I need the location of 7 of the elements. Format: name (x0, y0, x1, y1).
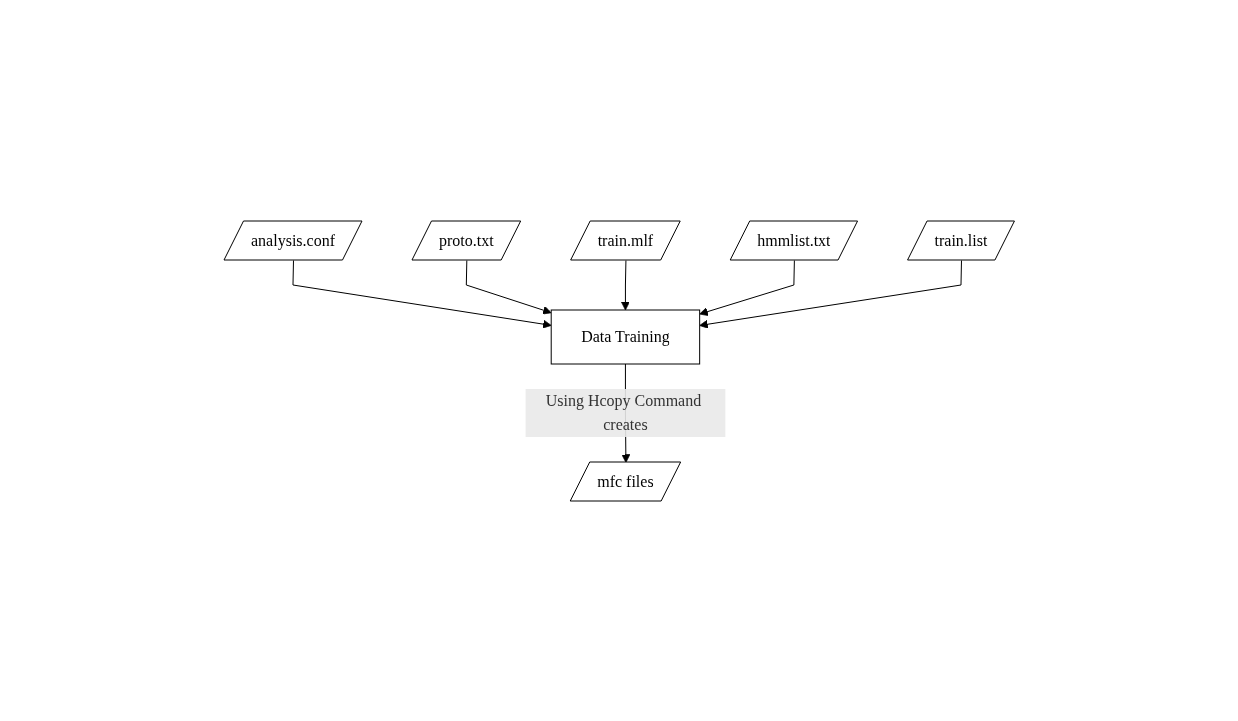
arrow (465, 259, 552, 314)
node-box: Data Training (550, 309, 700, 364)
arrow (292, 259, 552, 328)
arrow (620, 259, 630, 310)
edge-label: Using Hcopy Command creates (545, 391, 701, 433)
arrow (699, 259, 962, 329)
arrow (699, 259, 795, 316)
